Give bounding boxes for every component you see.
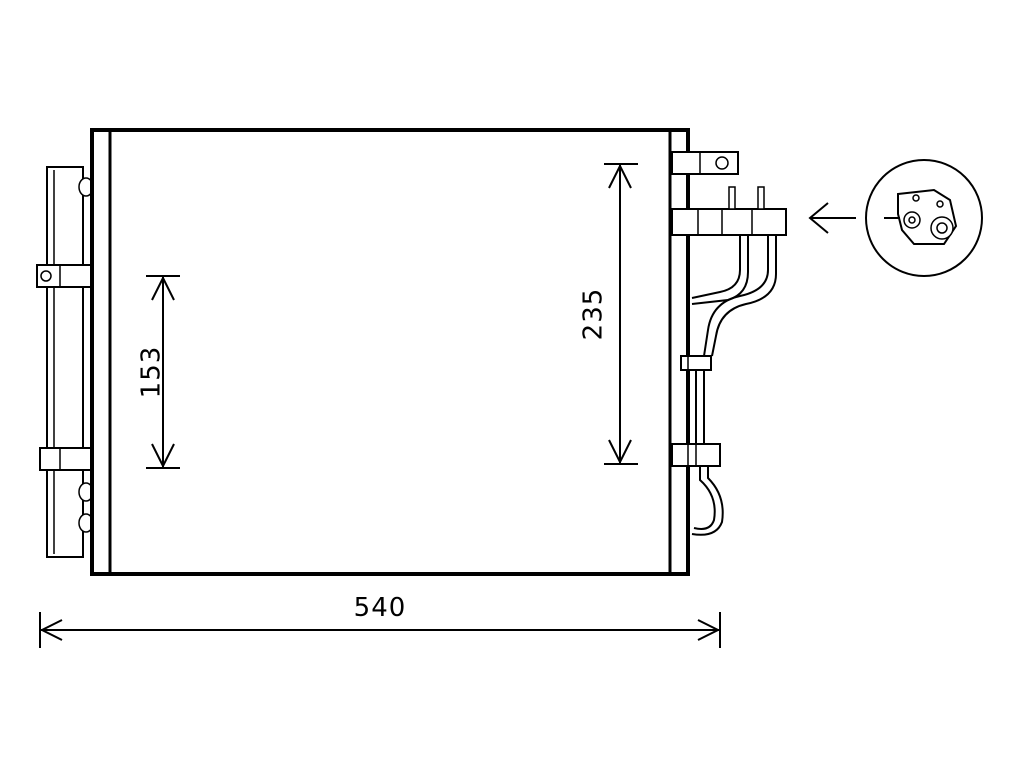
dimension-153: 153 (137, 275, 180, 469)
condenser-core (90, 128, 690, 576)
dimension-label-540: 540 (354, 593, 407, 623)
fitting-detail-callout (808, 159, 983, 277)
dimension-label-153: 153 (137, 346, 167, 399)
dimension-235: 235 (579, 163, 638, 465)
dimension-540: 540 (39, 593, 721, 648)
right-side-fittings (671, 151, 787, 560)
dimension-label-235: 235 (579, 288, 609, 341)
